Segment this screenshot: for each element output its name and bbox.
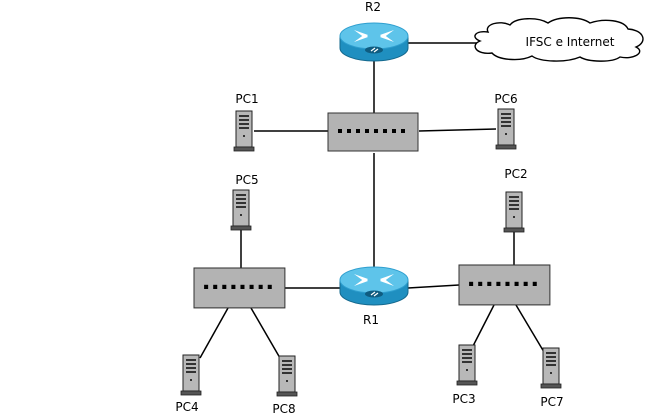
link-switch-left-pc8 bbox=[250, 307, 281, 359]
pc-4[interactable]: PC4 bbox=[175, 354, 202, 414]
pc-5-label: PC5 bbox=[235, 173, 258, 187]
tower-pc-icon bbox=[276, 355, 298, 397]
pc-7-label: PC7 bbox=[540, 395, 563, 409]
links bbox=[199, 42, 545, 359]
pc-4-label: PC4 bbox=[175, 400, 198, 414]
link-pc6-switch-top bbox=[418, 128, 497, 132]
pc-3[interactable]: PC3 bbox=[452, 344, 478, 406]
router-r1-label: R1 bbox=[363, 313, 379, 327]
switch-icon bbox=[327, 112, 419, 152]
switch-left[interactable] bbox=[193, 267, 286, 309]
pc-7[interactable]: PC7 bbox=[540, 347, 564, 409]
switch-top[interactable] bbox=[327, 112, 419, 152]
tower-pc-icon bbox=[503, 191, 525, 233]
tower-pc-icon bbox=[230, 189, 252, 231]
switch-icon bbox=[458, 264, 551, 306]
pc-6-label: PC6 bbox=[494, 92, 517, 106]
link-switch-left-pc4 bbox=[199, 307, 229, 359]
pc-8-label: PC8 bbox=[272, 402, 295, 416]
switch-icon bbox=[193, 267, 286, 309]
pc-6[interactable]: PC6 bbox=[494, 92, 518, 150]
link-r1-switch-right bbox=[407, 284, 460, 289]
pc-1-label: PC1 bbox=[235, 92, 258, 106]
pc-3-label: PC3 bbox=[452, 392, 475, 406]
link-switch-right-pc7 bbox=[515, 304, 545, 353]
router-r1[interactable]: R1 bbox=[339, 266, 409, 327]
router-r2[interactable]: R2 bbox=[339, 0, 409, 62]
pc-2-label: PC2 bbox=[504, 167, 527, 181]
tower-pc-icon bbox=[540, 347, 562, 389]
pc-2[interactable]: PC2 bbox=[503, 167, 528, 233]
tower-pc-icon bbox=[180, 354, 202, 396]
router-icon bbox=[339, 266, 409, 306]
cloud-label: IFSC e Internet bbox=[526, 35, 615, 49]
link-switch-right-pc3 bbox=[471, 304, 495, 349]
switch-right[interactable] bbox=[458, 264, 551, 306]
cloud-icon: IFSC e Internet bbox=[474, 17, 644, 62]
pc-8[interactable]: PC8 bbox=[272, 355, 298, 416]
pc-5[interactable]: PC5 bbox=[230, 173, 259, 231]
router-r2-label: R2 bbox=[365, 0, 381, 14]
tower-pc-icon bbox=[233, 110, 255, 152]
pc-1[interactable]: PC1 bbox=[233, 92, 259, 152]
tower-pc-icon bbox=[456, 344, 478, 386]
router-icon bbox=[339, 22, 409, 62]
tower-pc-icon bbox=[495, 108, 517, 150]
